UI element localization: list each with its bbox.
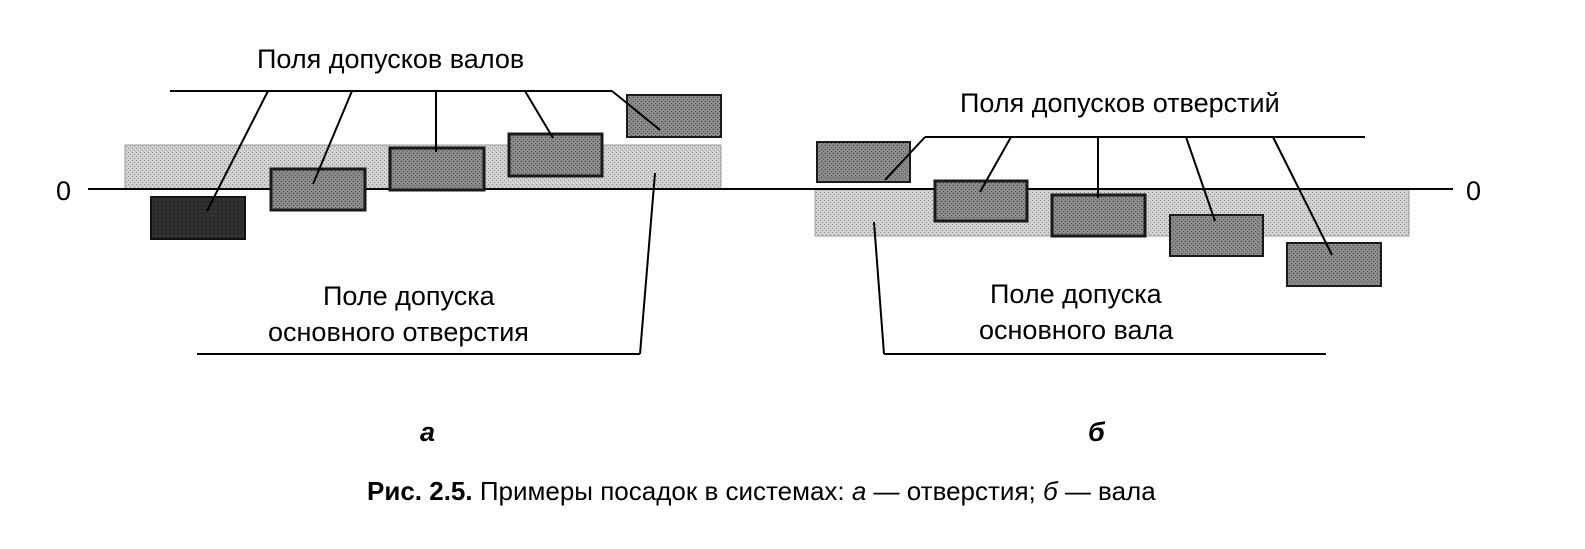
base-hole-label-line2: основного отверстия (268, 317, 529, 347)
leader-to-zone-1 (206, 90, 269, 212)
caption-prefix: Рис. 2.5. (367, 476, 473, 506)
zero-label-a: 0 (56, 176, 71, 206)
zero-label-b: 0 (1466, 176, 1481, 206)
hole-zone-1 (816, 141, 911, 183)
panel-b: 0 Поля допусков отверстий Поле допуска о… (775, 88, 1481, 447)
figure-caption: Рис. 2.5. Примеры посадок в системах: а … (367, 476, 1156, 506)
caption-text3: — вала (1058, 476, 1157, 506)
shaft-zone-5 (626, 94, 722, 138)
panel-a-sublabel: а (420, 417, 435, 447)
base-hole-label-line1: Поле допуска (323, 281, 496, 311)
caption-b: б (1043, 476, 1059, 506)
shaft-zones-label: Поля допусков валов (257, 44, 524, 74)
caption-a: а (852, 476, 866, 506)
hole-leader-to-zone-2 (979, 136, 1012, 193)
caption-text1: Примеры посадок в системах: (473, 476, 852, 506)
base-shaft-label-line2: основного вала (979, 315, 1174, 345)
hole-leader-to-zone-4 (1185, 136, 1216, 222)
shaft-zone-2 (269, 167, 367, 212)
leader-to-zone-2 (312, 90, 353, 185)
caption-text2: — отверстия; (866, 476, 1043, 506)
base-shaft-leader (873, 221, 885, 355)
hole-zone-3 (1050, 193, 1147, 238)
shaft-zone-1 (150, 196, 246, 240)
shaft-zone-4 (507, 132, 604, 178)
hole-zone-4 (1169, 214, 1264, 257)
hole-leader-to-zone-5 (1272, 136, 1333, 256)
base-hole-leader (639, 172, 656, 355)
hole-zone-2 (933, 179, 1029, 223)
leader-to-zone-5 (611, 90, 661, 131)
base-shaft-label-line1: Поле допуска (990, 279, 1163, 309)
hole-leader-to-zone-1 (884, 136, 926, 181)
hole-zones-label: Поля допусков отверстий (960, 88, 1280, 118)
hole-zone-5 (1286, 242, 1382, 287)
panel-b-sublabel: б (1088, 417, 1106, 447)
leader-to-zone-4 (524, 90, 554, 139)
panel-a: 0 Поля допусков валов Поле допуска основ… (56, 44, 812, 447)
shaft-zone-3 (388, 146, 486, 192)
